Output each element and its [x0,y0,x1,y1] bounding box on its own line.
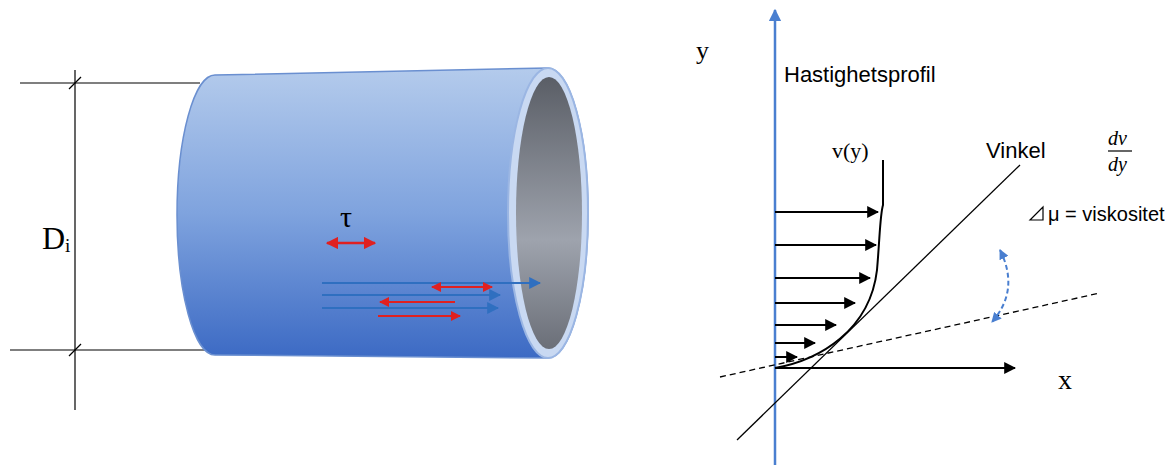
fraction-numerator: dv [1108,128,1127,148]
angle-arc [992,250,1008,322]
velocity-profile [775,160,883,368]
profile-arrows [775,212,878,357]
fraction-bar [1108,150,1132,151]
velocity-label: v(y) [832,140,869,162]
profile-title: Hastighetsprofil [784,64,936,86]
reference-line [720,293,1100,377]
shear-symbol: τ [340,202,352,232]
axis-label: x [1058,366,1072,394]
y-axis [774,10,777,465]
pipe [177,68,588,358]
dimension-label: Dᵢ [42,222,70,254]
axis-label: y [696,38,709,64]
dimension-lines [10,70,205,410]
flow-arrows [322,283,540,316]
tangent-line [737,165,1020,440]
angle-label: Vinkel [986,140,1046,162]
viscosity-label: μ = viskositet [1048,204,1165,224]
shear-arrow [327,242,375,245]
fraction-denominator: dy [1108,154,1127,174]
slope-triangle [1030,207,1043,220]
